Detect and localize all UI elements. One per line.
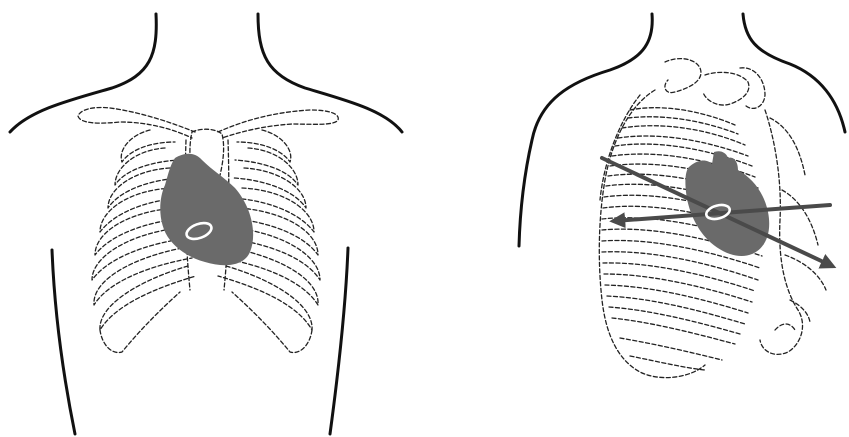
heart-icon (160, 154, 253, 265)
clavicles-icon (78, 107, 338, 138)
frontal-view-panel (10, 14, 402, 434)
oblique-view-panel (519, 14, 845, 378)
